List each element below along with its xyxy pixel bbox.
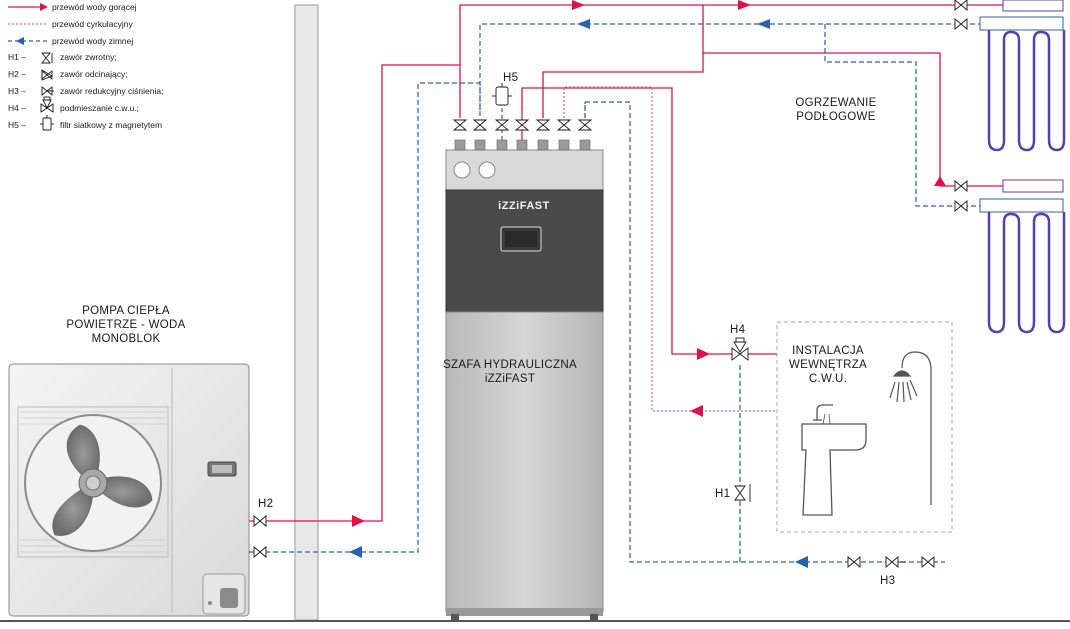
- cabinet-connectors: [454, 139, 591, 151]
- shutoff-valve-icon: [41, 69, 54, 81]
- legend-circ-label: przewód cyrkulacyjny: [52, 19, 134, 29]
- dhw-label-2: WEWNĘTRZA: [789, 359, 867, 371]
- cabinet-brand: iZZiFAST: [498, 200, 550, 212]
- legend-h1-code: H1 –: [8, 52, 26, 62]
- check-valve-icon: [41, 52, 53, 64]
- legend-h3-code: H3 –: [8, 86, 26, 96]
- dhw-label-3: C.W.U.: [809, 373, 847, 385]
- floor-return-arrow-2-icon: [757, 19, 770, 29]
- h3-valves-icon: [847, 556, 935, 568]
- h3-label: H3: [880, 575, 895, 587]
- floor-heating-label-2: PODŁOGOWE: [796, 111, 875, 123]
- legend-h4-code: H4 –: [8, 103, 26, 113]
- return-arrow-icon: [349, 546, 362, 558]
- legend-cold-label: przewód wody zimnej: [52, 36, 133, 46]
- legend: przewód wody gorącej przewód cyrkulacyjn…: [8, 2, 163, 131]
- cabinet-body: [445, 311, 604, 613]
- h2-label: H2: [258, 498, 273, 510]
- h1-label: H1: [715, 488, 730, 500]
- h4-label: H4: [730, 324, 746, 336]
- floor-return-pipe: [479, 23, 990, 207]
- legend-h5-text: filtr siatkowy z magnetytem: [60, 120, 162, 130]
- dhw-label-1: INSTALACJA: [792, 345, 864, 357]
- floor-manifolds: [979, 0, 1064, 213]
- cabinet-label-2: iZZiFAST: [485, 373, 535, 385]
- dhw-hot-arrow-icon: [697, 348, 710, 360]
- legend-h2-text: zawór odcinający;: [60, 69, 128, 79]
- h1-check-valve-icon: [734, 484, 751, 502]
- floor-heating-label-1: OGRZEWANIE: [795, 97, 876, 109]
- magnetic-filter-icon: [40, 115, 54, 131]
- floor-return-arrow-icon: [577, 19, 590, 29]
- cabinet-label-1: SZAFA HYDRAULICZNA: [443, 359, 577, 371]
- h2-shutoff-valve-icon: [253, 515, 267, 558]
- sink-icon: [801, 404, 867, 516]
- mixing-valve-icon: [40, 96, 54, 113]
- dhw-installation-box: [776, 321, 953, 533]
- legend-cold-arrow-icon: [16, 37, 24, 45]
- heat-pump-label-1: POMPA CIEPŁA: [82, 305, 170, 317]
- legend-hot-arrow-icon: [40, 3, 48, 11]
- supply-arrow-icon: [352, 515, 365, 527]
- legend-h2-code: H2 –: [8, 69, 26, 79]
- hydraulic-cabinet: iZZiFAST SZAFA HYDRAULICZNA iZZiFAST: [443, 149, 604, 620]
- shower-icon: [889, 351, 932, 505]
- cabinet-valves-icon: [452, 119, 593, 131]
- floor-valves-icon: [954, 0, 968, 212]
- pressure-reducer-icon: [41, 86, 54, 96]
- fan-blade-icon: [52, 424, 153, 536]
- pump-return-pipe: [249, 82, 481, 553]
- h4-mixing-valve-icon: [731, 337, 749, 361]
- floor-supply-pipe: [459, 4, 1003, 187]
- dhw-cold-arrow-icon: [795, 556, 808, 568]
- h5-magnetic-filter-icon: [492, 83, 512, 106]
- floor-loop-lower: [987, 212, 1066, 334]
- dhw-cold-pipe: [584, 101, 945, 563]
- heat-pump-unit: POMPA CIEPŁA POWIETRZE - WODA MONOBLOK: [8, 305, 250, 617]
- wall: [294, 4, 319, 621]
- pump-supply-pipe: [249, 64, 461, 522]
- legend-hot-label: przewód wody gorącej: [52, 2, 137, 12]
- legend-h5-code: H5 –: [8, 120, 26, 130]
- floor-supply-arrow-icon: [572, 0, 585, 10]
- floor-branch-arrow-icon: [934, 176, 946, 186]
- floor-supply-arrow-2-icon: [738, 0, 751, 10]
- legend-h4-text: podmieszanie c.w.u.;: [60, 103, 139, 113]
- h5-label: H5: [503, 72, 518, 84]
- legend-h3-text: zawór redukcyjny ciśnienia;: [60, 86, 163, 96]
- heat-pump-label-3: MONOBLOK: [92, 333, 161, 345]
- dhw-circ-arrow-icon: [690, 405, 703, 417]
- legend-h1-text: zawór zwrotny;: [60, 52, 117, 62]
- floor-loop-upper: [987, 30, 1066, 152]
- heat-pump-label-2: POWIETRZE - WODA: [66, 319, 185, 331]
